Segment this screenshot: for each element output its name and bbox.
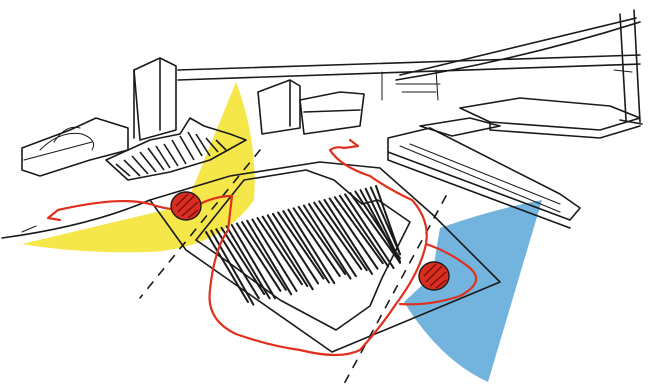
hatch-stroke	[319, 201, 366, 270]
left-buildings	[22, 118, 128, 176]
tower	[134, 58, 176, 140]
bridge	[178, 10, 642, 124]
edge-mark	[22, 226, 36, 232]
viewpoint-marker-left	[171, 192, 201, 220]
mid-buildings	[258, 80, 364, 134]
hatch-stroke	[304, 206, 351, 279]
yellow-view-cone	[22, 82, 255, 252]
hatch-stroke	[283, 211, 329, 282]
hatch-stroke	[263, 217, 308, 286]
blue-view-cone	[404, 200, 542, 382]
viewpoint-marker-right	[419, 262, 449, 290]
